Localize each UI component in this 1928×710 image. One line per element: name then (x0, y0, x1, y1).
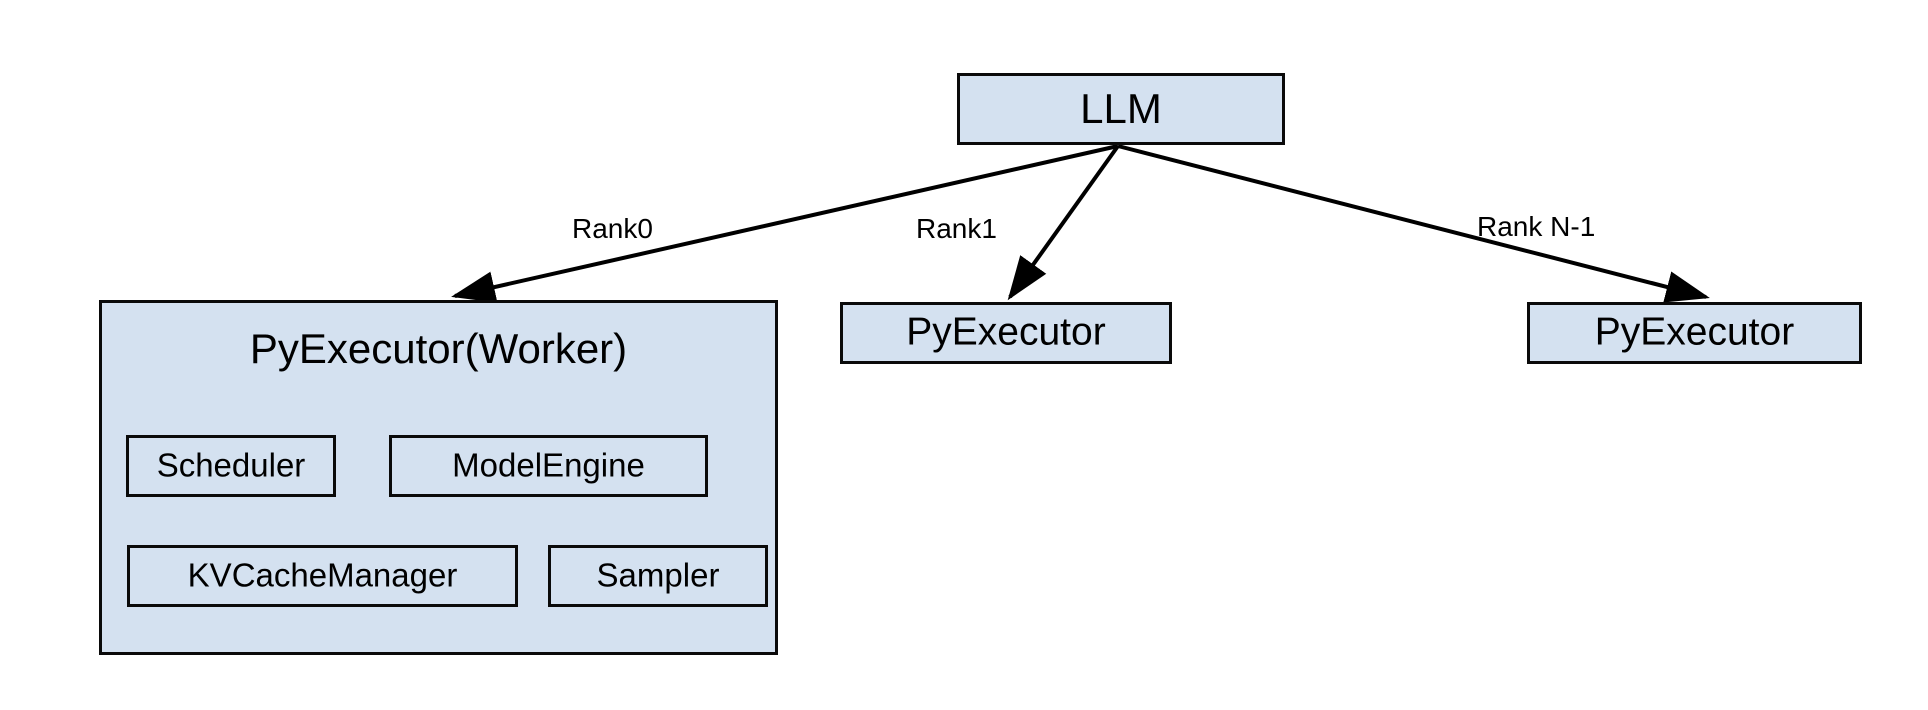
node-pyexecutor-rank-n-1[interactable]: PyExecutor (1527, 302, 1862, 364)
node-llm[interactable]: LLM (957, 73, 1285, 145)
node-pyexecutor-rank-n-1-label: PyExecutor (1594, 310, 1795, 354)
edge-label-rank1: Rank1 (916, 213, 997, 244)
node-model-engine-label: ModelEngine (452, 446, 645, 484)
node-pyexecutor-worker[interactable]: PyExecutor(Worker) Scheduler ModelEngine… (99, 300, 778, 655)
node-scheduler-label: Scheduler (156, 446, 306, 484)
node-scheduler[interactable]: Scheduler (126, 435, 336, 497)
edge-label-rank-n-1: Rank N-1 (1477, 211, 1596, 242)
node-pyexecutor-worker-label: PyExecutor(Worker) (249, 325, 628, 372)
edge-label-rank0: Rank0 (572, 213, 653, 244)
edge-llm-to-worker (451, 144, 1119, 303)
node-pyexecutor-rank1-label: PyExecutor (906, 310, 1106, 354)
node-sampler-label: Sampler (596, 556, 720, 594)
node-pyexecutor-rank1[interactable]: PyExecutor (840, 302, 1172, 364)
node-llm-label: LLM (1080, 84, 1162, 132)
node-kv-cache-manager-label: KVCacheManager (187, 556, 458, 594)
edge-llm-to-executor-rankn (1117, 144, 1710, 303)
node-sampler[interactable]: Sampler (548, 545, 768, 607)
node-kv-cache-manager[interactable]: KVCacheManager (127, 545, 518, 607)
node-model-engine[interactable]: ModelEngine (389, 435, 708, 497)
edge-llm-to-executor-rank1 (1007, 144, 1120, 301)
